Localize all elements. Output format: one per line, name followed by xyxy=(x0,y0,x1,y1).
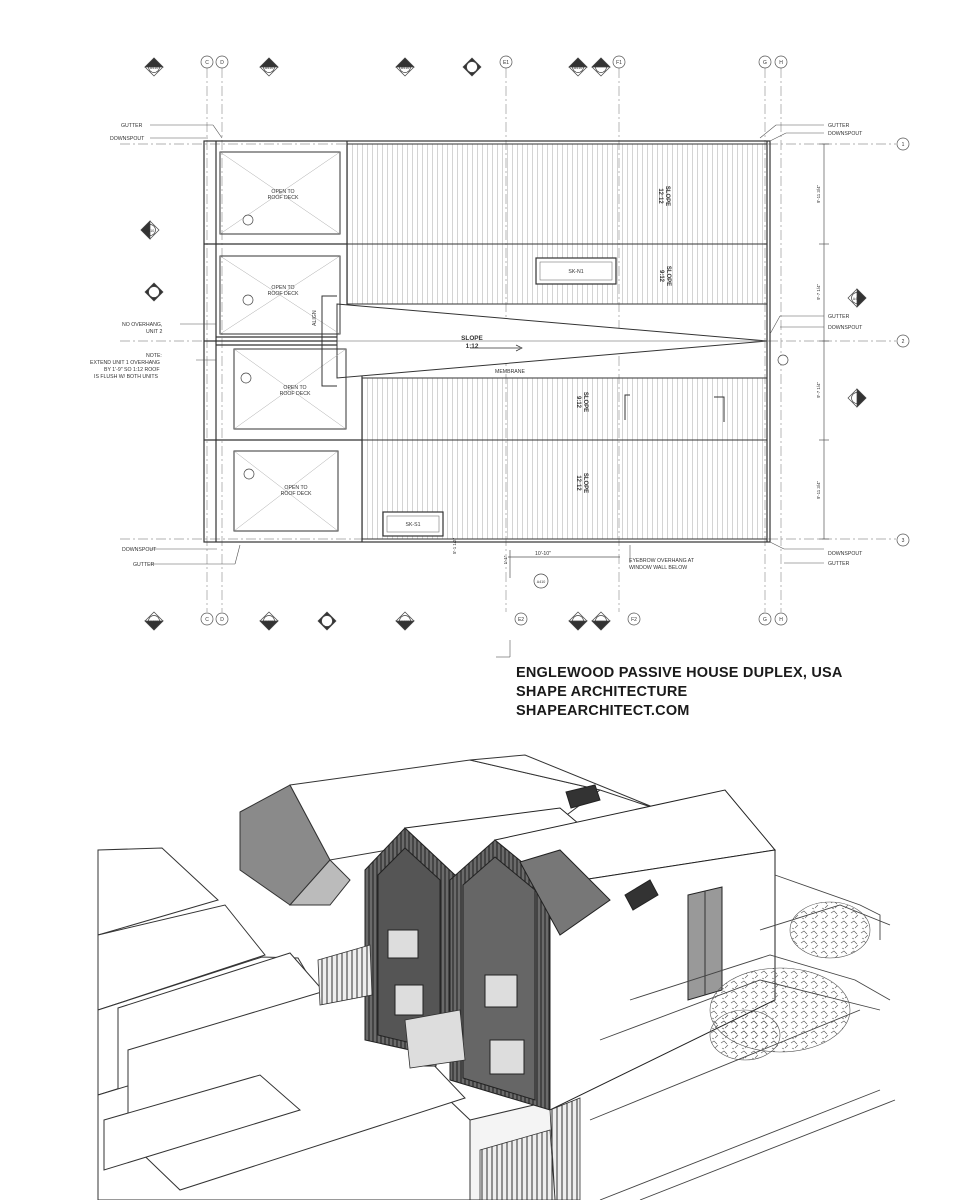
project-title: ENGLEWOOD PASSIVE HOUSE DUPLEX, USA xyxy=(516,665,843,681)
align-label: ALIGN xyxy=(312,310,318,326)
downspout-label: DOWNSPOUT xyxy=(828,551,863,557)
grid-label-g-top: G xyxy=(763,60,767,66)
slope-label: SLOPE xyxy=(582,392,588,412)
membrane-label: MEMBRANE xyxy=(495,369,526,375)
dimension-lines xyxy=(508,143,829,578)
eyebrow-label: WINDOW WALL BELOW xyxy=(629,565,687,571)
grid-label-d-top: D xyxy=(220,60,224,66)
slope-value-12-12: 12:12 xyxy=(657,188,663,204)
grid-label-g-bottom: G xyxy=(763,617,767,623)
project-caption: ENGLEWOOD PASSIVE HOUSE DUPLEX, USA SHAP… xyxy=(516,664,843,721)
downspout-label: DOWNSPOUT xyxy=(828,325,863,331)
grid-label-3: 3 xyxy=(902,538,905,544)
roof-deck-label: ROOF DECK xyxy=(268,195,299,201)
grid-label-f2-bottom: F2 xyxy=(631,617,637,623)
gutter-label: GUTTER xyxy=(133,562,155,568)
eyebrow-label: EYEBROW OVERHANG AT xyxy=(629,558,695,564)
grid-label-f1-top: F1 xyxy=(616,60,622,66)
slope-value-1-12: 1:12 xyxy=(466,343,479,350)
section-tag: A410 xyxy=(853,297,861,301)
skylights xyxy=(382,257,617,537)
duplex-unit-2 xyxy=(449,784,776,1111)
no-overhang-label: NO OVERHANG, xyxy=(122,322,162,328)
grid-label-c-top: C xyxy=(205,60,209,66)
gutter-label: GUTTER xyxy=(121,123,143,129)
grid-label-1: 1 xyxy=(902,142,905,148)
gutter-label: GUTTER xyxy=(828,314,850,320)
slope-value-9-12: 9:12 xyxy=(575,396,581,409)
dimension-10-10: 10'-10" xyxy=(535,551,551,557)
dimension-label: 9'-7 1/4" xyxy=(816,284,821,301)
roof-markers xyxy=(321,295,725,422)
grid-bubbles: C D E1 F1 G H C D E2 F2 G H 1 2 3 xyxy=(200,55,910,626)
plan-annotations: GUTTER DOWNSPOUT GUTTER DOWNSPOUT GUTTER… xyxy=(90,123,863,571)
downspout-label: DOWNSPOUT xyxy=(122,547,157,553)
skylight-sk-n1-label: SK-N1 xyxy=(568,269,583,275)
open-to-label: OPEN TO xyxy=(283,385,306,391)
section-tag: A410 xyxy=(401,620,409,624)
dimension-label: 9'-11 3/4" xyxy=(816,184,821,203)
note-label: NOTE: xyxy=(146,353,162,359)
slope-value-12-12: 12:12 xyxy=(575,475,581,491)
back-neighbor xyxy=(239,754,661,906)
fences xyxy=(317,944,581,1200)
open-to-label: OPEN TO xyxy=(271,285,294,291)
section-tag: A410 xyxy=(150,620,158,624)
slope-label: SLOPE xyxy=(665,266,671,286)
section-tag: A410 xyxy=(574,66,582,70)
note-line: EXTEND UNIT 1 OVERHANG xyxy=(90,360,160,366)
roof-deck-openings xyxy=(219,151,347,532)
slope-value-9-12: 9:12 xyxy=(658,270,664,283)
grid-label-2: 2 xyxy=(902,339,905,345)
section-tag: A410 xyxy=(146,229,154,233)
slope-label: SLOPE xyxy=(461,335,483,342)
downspout-label: DOWNSPOUT xyxy=(110,136,145,142)
section-tag: A410 xyxy=(265,620,273,624)
slope-label: SLOPE xyxy=(582,473,588,493)
section-tag: A410 xyxy=(537,580,545,584)
section-tag: A410 xyxy=(150,66,158,70)
grid-label-e1-top: E1 xyxy=(503,60,509,66)
grid-label-c-bottom: C xyxy=(205,617,209,623)
downspout-label: DOWNSPOUT xyxy=(828,131,863,137)
leader-lines xyxy=(150,124,824,658)
skylight-sk-s1-label: SK-S1 xyxy=(406,522,421,528)
gutter-label: GUTTER xyxy=(828,561,850,567)
grid-label-e2-bottom: E2 xyxy=(518,617,524,623)
section-tag: A410 xyxy=(265,66,273,70)
roof-deck-label: ROOF DECK xyxy=(280,391,311,397)
gutter-label: GUTTER xyxy=(828,123,850,129)
unit2-label: UNIT 2 xyxy=(146,329,162,335)
grid-label-h-top: H xyxy=(779,60,783,66)
firm-website: SHAPEARCHITECT.COM xyxy=(516,703,690,719)
grid-label-d-bottom: D xyxy=(220,617,224,623)
roof-plan-drawing: C D E1 F1 G H C D E2 F2 G H 1 2 3 xyxy=(90,55,910,658)
roof-deck-label: ROOF DECK xyxy=(281,491,312,497)
open-to-label: OPEN TO xyxy=(284,485,307,491)
note-line: BY 1'-9" SO 1:12 ROOF xyxy=(104,367,160,373)
axonometric-view xyxy=(97,754,896,1200)
slope-label: SLOPE xyxy=(664,186,670,206)
grid-label-h-bottom: H xyxy=(779,617,783,623)
dimension-label: 1'-1" xyxy=(503,555,508,564)
open-to-label: OPEN TO xyxy=(271,189,294,195)
dimension-label: 5'-1 1/2" xyxy=(452,538,457,555)
membrane-roof xyxy=(336,303,768,379)
dimension-label: 9'-7 1/4" xyxy=(816,382,821,399)
roof-deck-label: ROOF DECK xyxy=(268,291,299,297)
section-markers: A410 A410 A410 A410 A410 A410 A410 A410 … xyxy=(140,57,867,631)
note-line: IS FLUSH W/ BOTH UNITS xyxy=(94,374,159,380)
trees xyxy=(709,901,871,1061)
section-tag: A410 xyxy=(401,66,409,70)
dimension-label: 9'-11 3/4" xyxy=(816,480,821,499)
firm-name: SHAPE ARCHITECTURE xyxy=(516,684,688,700)
